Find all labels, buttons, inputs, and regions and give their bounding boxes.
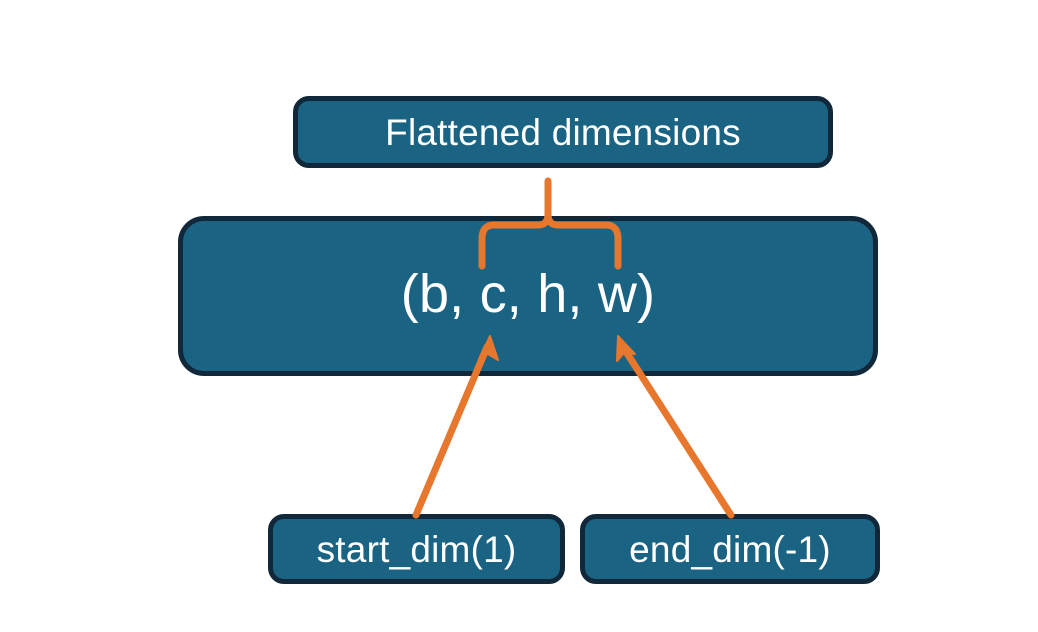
start-dim-label: start_dim(1): [316, 528, 517, 570]
flattened-dimensions-box: Flattened dimensions: [293, 96, 833, 168]
end-dim-box: end_dim(-1): [580, 514, 880, 584]
end-dim-label: end_dim(-1): [629, 528, 831, 570]
tensor-shape-box: (b, c, h, w): [178, 216, 878, 376]
start-dim-box: start_dim(1): [268, 514, 565, 584]
flattened-dimensions-label: Flattened dimensions: [385, 111, 741, 153]
tensor-shape-label: (b, c, h, w): [400, 264, 656, 324]
